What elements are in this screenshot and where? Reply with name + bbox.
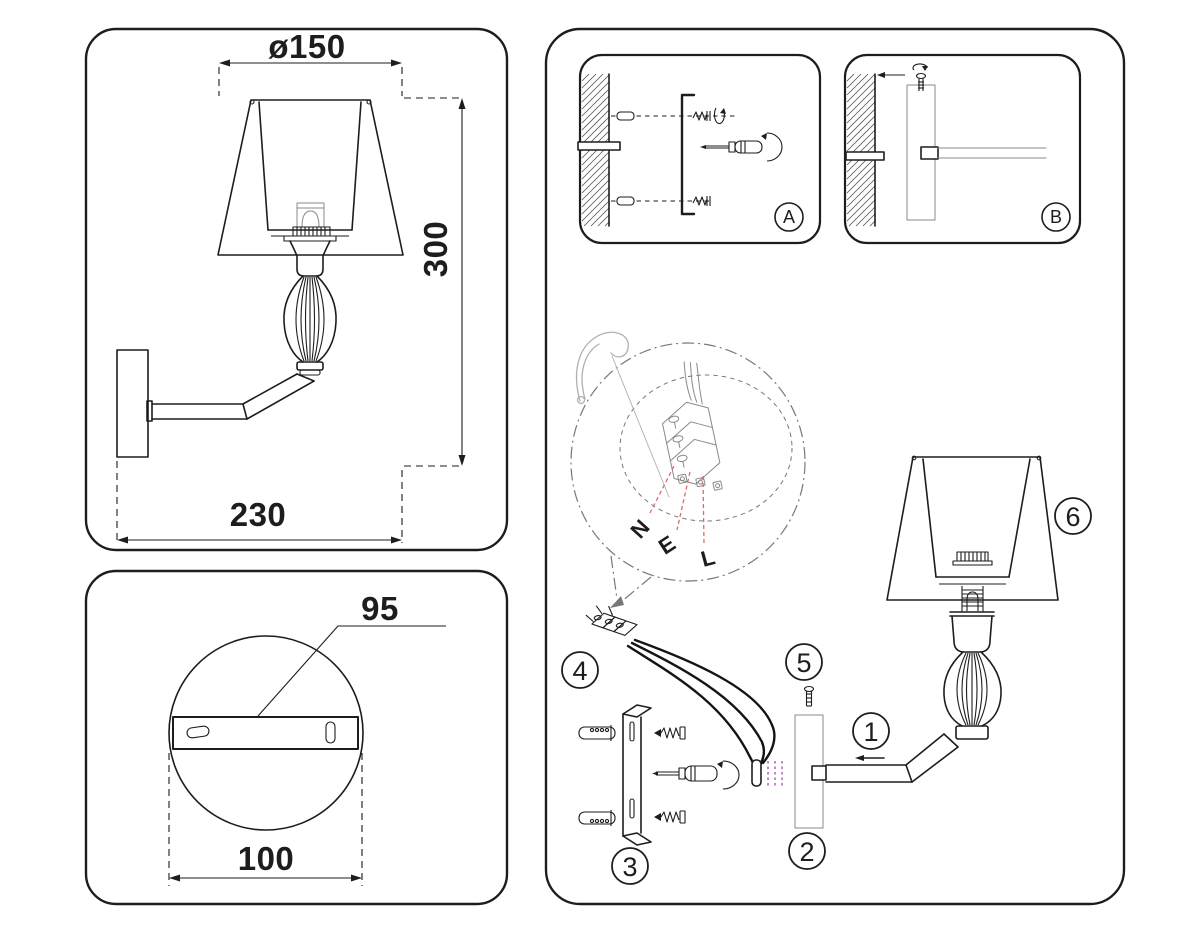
bracket-side-view: [680, 93, 696, 216]
screw-icon: [692, 196, 711, 206]
step-5-badge: 5: [785, 643, 823, 681]
screw-slot-right: [325, 721, 336, 744]
lamp-glass-baluster: [283, 275, 337, 376]
wire-leader-l: [702, 475, 705, 547]
screwdriver: [652, 760, 740, 790]
wall-anchor-top: [578, 725, 616, 741]
height-label: 300: [417, 221, 454, 278]
dim-height: 300: [116, 98, 466, 543]
socket-flange: [952, 551, 993, 566]
back-view-panel: 95 100: [84, 569, 509, 906]
step-2-label: 2: [799, 837, 814, 867]
screw-slot-left: [186, 725, 210, 739]
step-6-label: 6: [1065, 502, 1080, 532]
wire-connector: [751, 759, 762, 787]
wall-plate: [116, 349, 149, 458]
lamp-socket: [949, 586, 995, 653]
step-3-badge: 3: [611, 847, 649, 885]
detail-a-badge: A: [774, 202, 804, 232]
installation-panel: A: [544, 27, 1126, 906]
wire-leader-n: [649, 465, 675, 514]
arm-boss: [811, 765, 827, 781]
projection-label: 230: [230, 496, 287, 533]
wall-hatch: [846, 73, 876, 227]
panel-border: [84, 569, 509, 906]
mounting-screw-top: [654, 726, 686, 740]
anchor-icon: [616, 196, 635, 206]
shade-diameter-label: ø150: [268, 28, 345, 65]
step-3-label: 3: [622, 852, 637, 882]
side-view-panel: ø150 300 230: [84, 27, 509, 552]
alignment-axis-top: [611, 107, 737, 125]
detail-b-badge: B: [1041, 202, 1071, 232]
power-cable-sketch: [575, 331, 670, 498]
lamp-arm: [825, 733, 959, 783]
bracket-length-label: 95: [361, 590, 399, 627]
arrow-left-icon: [877, 72, 905, 78]
wire-leaders: [649, 465, 705, 547]
detail-a-panel: A: [577, 53, 822, 245]
mounted-flange: [845, 151, 885, 161]
mounting-screw-bottom: [654, 810, 686, 824]
terminal-block-sketch: [662, 361, 723, 491]
lamp-arm: [146, 373, 315, 422]
step-2-badge: 2: [788, 832, 826, 870]
backplate-circle: [168, 635, 364, 831]
panel-border: [544, 27, 1126, 906]
direction-arrow: [855, 755, 885, 761]
wire-label-l: L: [698, 544, 717, 572]
lamp-assembly: 1: [811, 455, 1092, 783]
arm-boss: [920, 146, 939, 160]
step-5-label: 5: [796, 648, 811, 678]
step-4-label: 4: [572, 656, 587, 686]
set-screw-icon: [912, 63, 928, 91]
dim-projection: 230: [117, 496, 402, 544]
locking-screw: 5: [785, 643, 823, 707]
wire-leader-e: [676, 471, 691, 531]
dim-shade-diameter: ø150: [218, 28, 460, 99]
lamp-socket: [283, 226, 337, 277]
step-1-label: 1: [863, 717, 878, 747]
lamp-glass-baluster: [943, 651, 1002, 740]
step-1-badge: 1: [852, 712, 890, 761]
plate-diameter-label: 100: [238, 840, 295, 877]
screw-icon: [692, 111, 711, 121]
terminal-block: 4: [561, 605, 783, 787]
step-4-badge: 4: [561, 651, 599, 689]
screwdriver-icon: [700, 132, 783, 162]
panel-border: [84, 27, 509, 552]
alignment-axis-bottom: [611, 196, 713, 206]
leader-line: [257, 625, 446, 717]
detail-b-label: B: [1050, 207, 1062, 227]
wall-hatch: [581, 73, 610, 227]
detail-b-panel: B: [843, 53, 1082, 245]
mounted-flange: [577, 141, 621, 151]
mounting-bracket-bar: [172, 716, 359, 750]
detail-a-label: A: [783, 207, 795, 227]
dim-plate-diameter: 100: [168, 753, 363, 886]
step-6-badge: 6: [1054, 497, 1092, 535]
rotation-arrow-icon: [713, 107, 726, 125]
lampshade: [886, 455, 1059, 601]
mounting-bracket: 3: [578, 704, 740, 885]
insert-guides: [767, 761, 783, 786]
wall-anchor-bottom: [578, 810, 616, 826]
anchor-icon: [616, 111, 635, 121]
